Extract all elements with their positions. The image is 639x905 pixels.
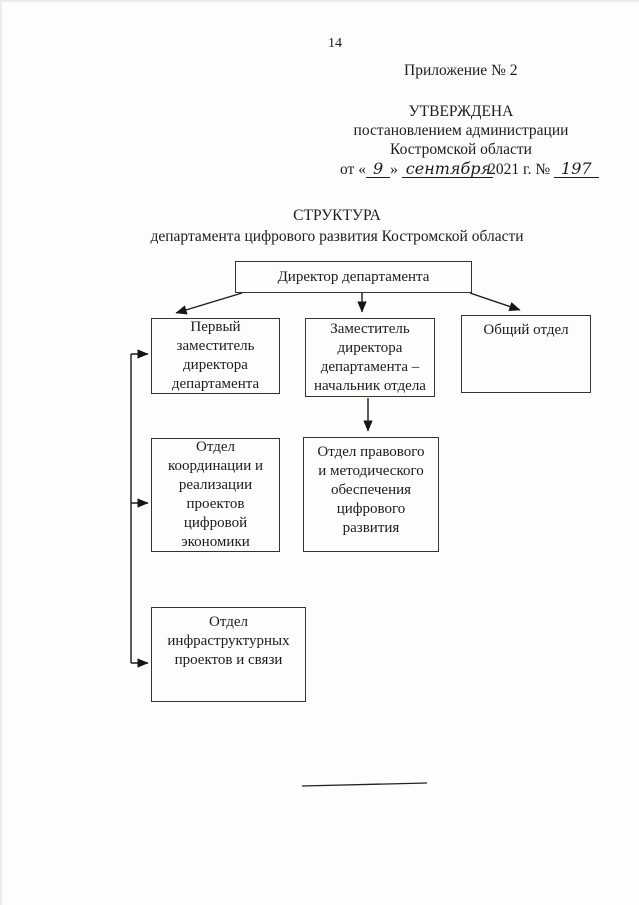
footnote-rule <box>301 782 428 787</box>
org-node-first-deputy: Первый заместитель директора департамент… <box>151 318 280 394</box>
org-node-director: Директор департамента <box>235 261 472 293</box>
approval-block: УТВЕРЖДЕНА постановлением администрации … <box>340 102 599 179</box>
connector-director-to-first-deputy <box>175 292 243 315</box>
org-node-legal-department: Отдел правового и методического обеспече… <box>303 437 439 552</box>
approval-date-line: от «9» сентября2021 г. № 197 <box>340 160 599 179</box>
org-node-legal-department-label: Отдел правового и методического обеспече… <box>317 444 425 536</box>
org-node-infrastructure-department-label: Отдел инфраструктурных проектов и связи <box>167 614 290 668</box>
org-node-first-deputy-label: Первый заместитель директора департамент… <box>171 319 260 392</box>
approval-authority-line2: Костромской области <box>390 141 532 158</box>
page-number: 14 <box>328 36 342 51</box>
connector-director-to-general-department <box>469 292 521 312</box>
appendix-label: Приложение № 2 <box>404 62 518 79</box>
handwritten-day: 9 <box>365 161 391 178</box>
org-node-deputy-head: Заместитель директора департамента – нач… <box>305 318 435 397</box>
org-node-general-department: Общий отдел <box>461 315 591 393</box>
org-node-director-label: Директор департамента <box>277 268 430 285</box>
org-node-general-department-label: Общий отдел <box>483 322 569 338</box>
org-node-coordination-department-label: Отдел координации и реализации проектов … <box>167 439 264 550</box>
date-year-suffix: 2021 г. № <box>488 161 551 178</box>
handwritten-doc-number: 197 <box>554 161 599 178</box>
date-prefix: от « <box>340 161 366 178</box>
date-close-quote: » <box>390 161 398 178</box>
org-node-coordination-department: Отдел координации и реализации проектов … <box>151 438 280 552</box>
document-title-line2: департамента цифрового развития Костромс… <box>150 228 524 245</box>
approval-authority-line1: постановлением администрации <box>353 122 569 139</box>
document-title-line1: СТРУКТУРА <box>293 207 381 224</box>
org-node-deputy-head-label: Заместитель директора департамента – нач… <box>314 320 426 394</box>
approval-title: УТВЕРЖДЕНА <box>408 103 514 120</box>
org-node-infrastructure-department: Отдел инфраструктурных проектов и связи <box>151 607 306 702</box>
document-title: СТРУКТУРА департамента цифрового развити… <box>80 205 594 247</box>
handwritten-month: сентября <box>401 161 494 178</box>
